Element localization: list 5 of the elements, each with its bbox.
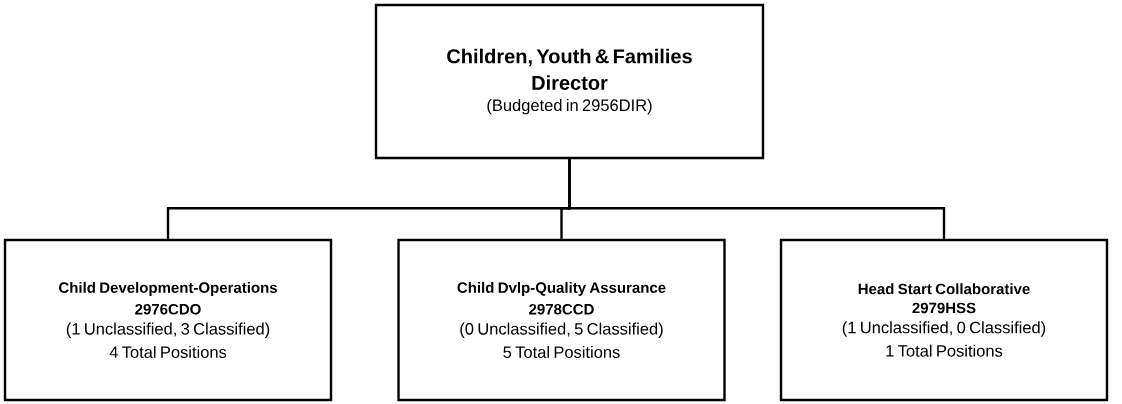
connector-line — [568, 159, 946, 239]
org-box: Children, Youth & Families Director (Budgeted in 2956DIR) — [374, 3, 765, 160]
org-box: Head Start Collaborative 2979HSS (1 Unclassified, 0 Classified) 1 Total Positions — [779, 238, 1109, 402]
org-box: Child Development-Operations 2976CDO (1 Unclassified, 3 Classified) 4 Total Positions — [3, 238, 333, 402]
org-box: Child Dvlp-Quality Assurance 2978CCD (0 Unclassified, 5 Classified) 5 Total Positions — [397, 238, 726, 402]
